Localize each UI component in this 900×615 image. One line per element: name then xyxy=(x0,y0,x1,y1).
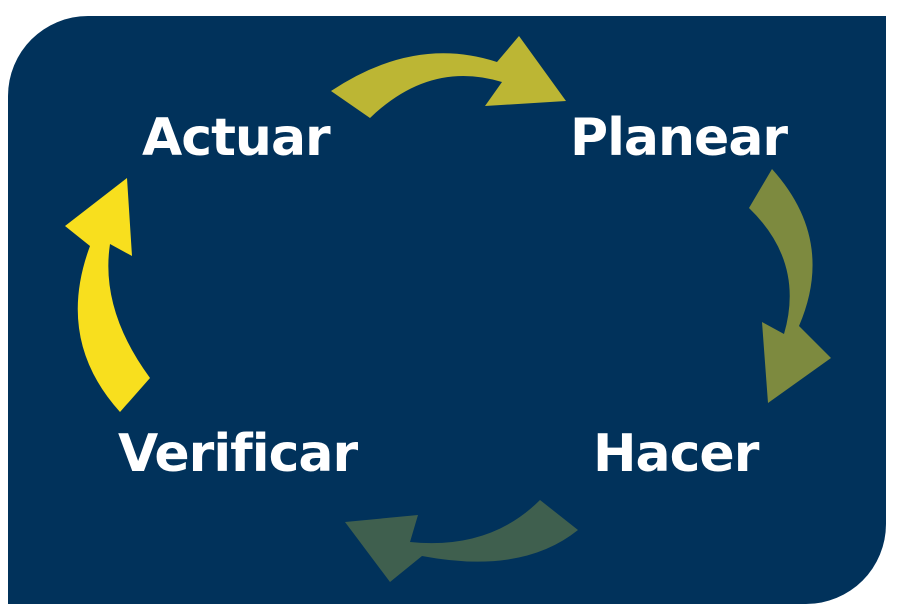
arrow-check-to-act xyxy=(65,178,150,412)
stage-label-planear: Planear xyxy=(570,108,788,168)
arrow-plan-to-do xyxy=(749,169,831,403)
arrow-act-to-plan xyxy=(331,36,566,118)
stage-label-actuar: Actuar xyxy=(142,108,331,168)
stage-label-hacer: Hacer xyxy=(593,424,759,484)
stage-label-verificar: Verificar xyxy=(118,424,358,484)
arrow-do-to-check xyxy=(345,500,578,582)
background-panel xyxy=(8,16,886,604)
